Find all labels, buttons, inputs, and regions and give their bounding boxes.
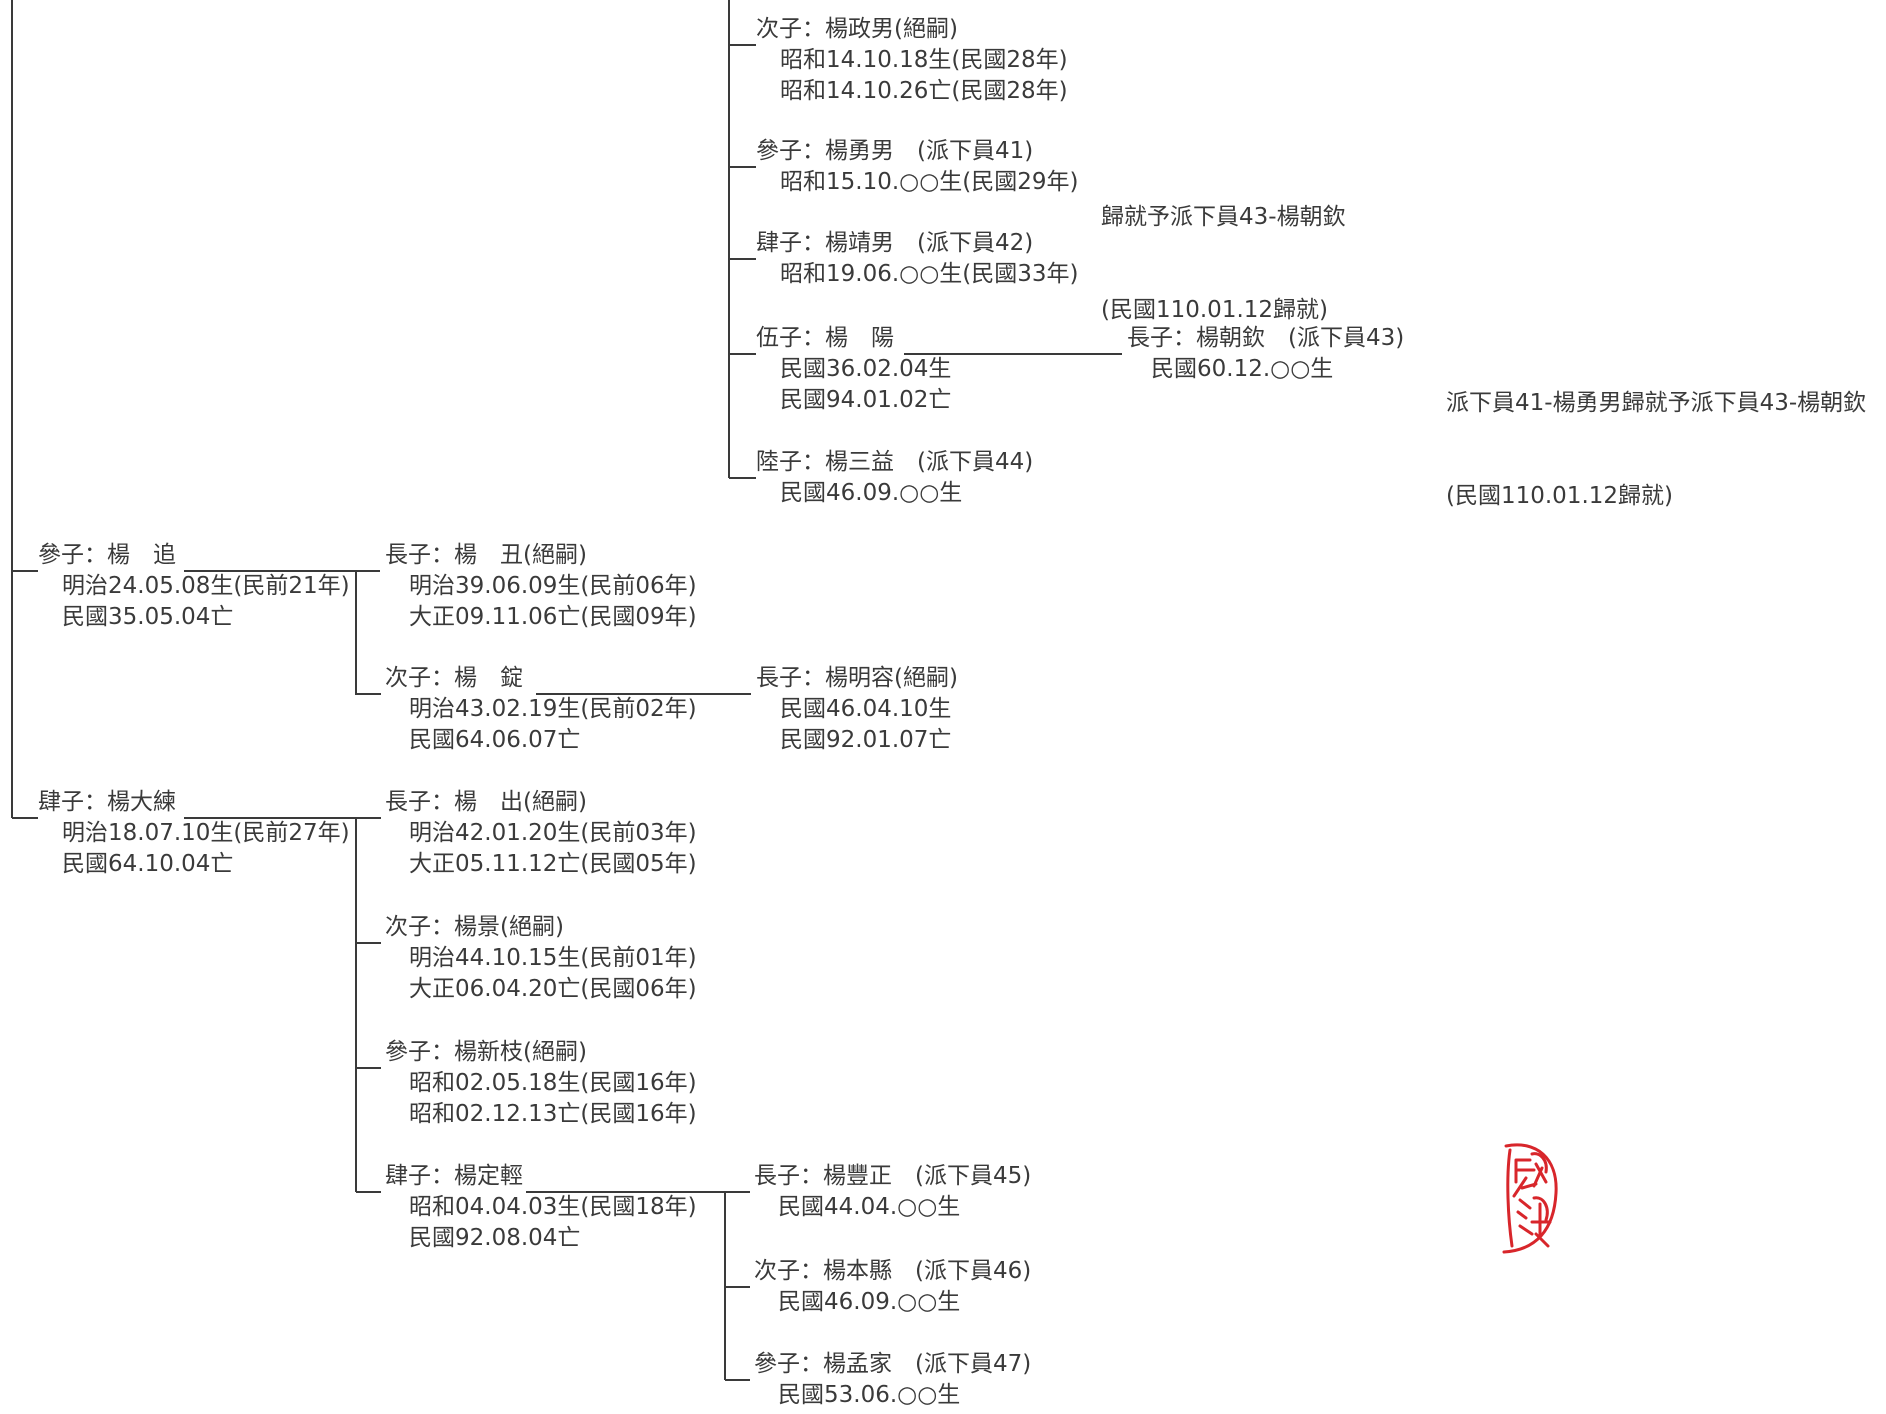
note-chao-qin-line2: (民國110.01.12歸就) [1446, 483, 1674, 509]
person-date-line: 民國46.09.○○生 [780, 480, 963, 506]
person-date-line: 明治39.06.09生(民前06年) [409, 573, 697, 599]
n-ming-rong: 長子：楊明容(絕嗣) 民國46.04.10生民國92.01.07亡 [756, 663, 958, 756]
person-heading: 長子：楊 出(絕嗣) [385, 789, 587, 815]
person-date-line: 明治24.05.08生(民前21年) [62, 573, 350, 599]
n-san-yi: 陸子：楊三益 (派下員44) 民國46.09.○○生 [756, 447, 1033, 509]
person-date-line: 民國44.04.○○生 [778, 1194, 961, 1220]
person-date-line: 明治44.10.15生(民前01年) [409, 945, 697, 971]
person-date-line: 昭和14.10.26亡(民國28年) [780, 78, 1068, 104]
person-date-line: 民國64.10.04亡 [62, 851, 234, 877]
person-date-line: 大正09.11.06亡(民國09年) [409, 604, 697, 630]
n-meng-jia: 參子：楊孟家 (派下員47) 民國53.06.○○生 [754, 1349, 1031, 1411]
person-heading: 肆子：楊定輕 [385, 1163, 523, 1189]
person-heading: 長子：楊朝欽 (派下員43) [1127, 325, 1405, 351]
person-date-line: 昭和02.12.13亡(民國16年) [409, 1101, 697, 1127]
person-heading: 次子：楊景(絕嗣) [385, 914, 564, 940]
n-da-lian: 肆子：楊大練明治18.07.10生(民前27年) 民國64.10.04亡 [38, 787, 350, 880]
note-yong-nan-line2: (民國110.01.12歸就) [1101, 297, 1329, 323]
person-date-line: 昭和14.10.18生(民國28年) [780, 47, 1068, 73]
n-zheng-nan: 次子：楊政男(絕嗣) 昭和14.10.18生(民國28年) 昭和14.10.26亡(… [756, 14, 1068, 107]
person-date-line: 民國36.02.04生 [780, 356, 952, 382]
person-date-line: 昭和19.06.○○生(民國33年) [780, 261, 1079, 287]
person-heading: 參子：楊 追 [38, 542, 176, 568]
person-date-line: 民國53.06.○○生 [778, 1382, 961, 1408]
person-heading: 伍子：楊 陽 [756, 325, 894, 351]
person-date-line: 民國94.01.02亡 [780, 387, 952, 413]
red-name-seal [1502, 1143, 1558, 1254]
person-date-line: 明治18.07.10生(民前27年) [62, 820, 350, 846]
person-date-line: 明治42.01.20生(民前03年) [409, 820, 697, 846]
person-date-line: 大正06.04.20亡(民國06年) [409, 976, 697, 1002]
person-heading: 肆子：楊靖男 (派下員42) [756, 230, 1034, 256]
n-feng-zheng: 長子：楊豐正 (派下員45) 民國44.04.○○生 [754, 1161, 1031, 1223]
n-yang-jing: 次子：楊景(絕嗣) 明治44.10.15生(民前01年) 大正06.04.20亡(民… [385, 912, 697, 1005]
person-heading: 長子：楊豐正 (派下員45) [754, 1163, 1032, 1189]
n-yang-zhui: 參子：楊 追明治24.05.08生(民前21年) 民國35.05.04亡 [38, 540, 350, 633]
n-ding-qing: 肆子：楊定輕昭和04.04.03生(民國18年) 民國92.08.04亡 [385, 1161, 697, 1254]
person-date-line: 民國64.06.07亡 [409, 727, 581, 753]
person-date-line: 昭和04.04.03生(民國18年) [409, 1194, 697, 1220]
n-xin-zhi: 參子：楊新枝(絕嗣) 昭和02.05.18生(民國16年) 昭和02.12.13亡(… [385, 1037, 697, 1130]
person-heading: 陸子：楊三益 (派下員44) [756, 449, 1034, 475]
person-date-line: 昭和15.10.○○生(民國29年) [780, 169, 1079, 195]
person-heading: 參子：楊孟家 (派下員47) [754, 1351, 1032, 1377]
person-date-line: 民國46.09.○○生 [778, 1289, 961, 1315]
n-chao-qin: 長子：楊朝欽 (派下員43) 民國60.12.○○生 [1127, 323, 1404, 385]
person-date-line: 民國46.04.10生 [780, 696, 952, 722]
person-date-line: 民國35.05.04亡 [62, 604, 234, 630]
person-heading: 次子：楊 錠 [385, 665, 523, 691]
n-jing-nan: 肆子：楊靖男 (派下員42) 昭和19.06.○○生(民國33年) [756, 228, 1079, 290]
n-yang-yang: 伍子：楊 陽民國36.02.04生民國94.01.02亡 [756, 323, 951, 416]
note-yong-nan: 歸就予派下員43-楊朝欽 (民國110.01.12歸就) [1101, 140, 1346, 357]
person-date-line: 明治43.02.19生(民前02年) [409, 696, 697, 722]
person-heading: 肆子：楊大練 [38, 789, 176, 815]
person-heading: 參子：楊勇男 (派下員41) [756, 138, 1034, 164]
person-date-line: 昭和02.05.18生(民國16年) [409, 1070, 697, 1096]
n-yang-chou: 長子：楊 丑(絕嗣) 明治39.06.09生(民前06年) 大正09.11.06亡(… [385, 540, 697, 633]
person-date-line: 民國60.12.○○生 [1151, 356, 1334, 382]
n-yong-nan: 參子：楊勇男 (派下員41) 昭和15.10.○○生(民國29年) [756, 136, 1079, 198]
note-chao-qin: 派下員41-楊勇男歸就予派下員43-楊朝欽 (民國110.01.12歸就) [1446, 326, 1866, 543]
trunk-yang-zhui [355, 571, 381, 695]
n-yang-ding: 次子：楊 錠明治43.02.19生(民前02年) 民國64.06.07亡 [385, 663, 697, 756]
person-heading: 長子：楊 丑(絕嗣) [385, 542, 587, 568]
person-date-line: 大正05.11.12亡(民國05年) [409, 851, 697, 877]
person-date-line: 民國92.08.04亡 [409, 1225, 581, 1251]
person-heading: 次子：楊本縣 (派下員46) [754, 1258, 1032, 1284]
person-heading: 次子：楊政男(絕嗣) [756, 16, 958, 42]
person-date-line: 民國92.01.07亡 [780, 727, 952, 753]
note-yong-nan-line1: 歸就予派下員43-楊朝欽 [1101, 204, 1346, 230]
person-heading: 長子：楊明容(絕嗣) [756, 665, 958, 691]
n-yang-chu: 長子：楊 出(絕嗣) 明治42.01.20生(民前03年) 大正05.11.12亡(… [385, 787, 697, 880]
note-chao-qin-line1: 派下員41-楊勇男歸就予派下員43-楊朝欽 [1446, 390, 1867, 416]
n-ben-xian: 次子：楊本縣 (派下員46) 民國46.09.○○生 [754, 1256, 1031, 1318]
person-heading: 參子：楊新枝(絕嗣) [385, 1039, 587, 1065]
